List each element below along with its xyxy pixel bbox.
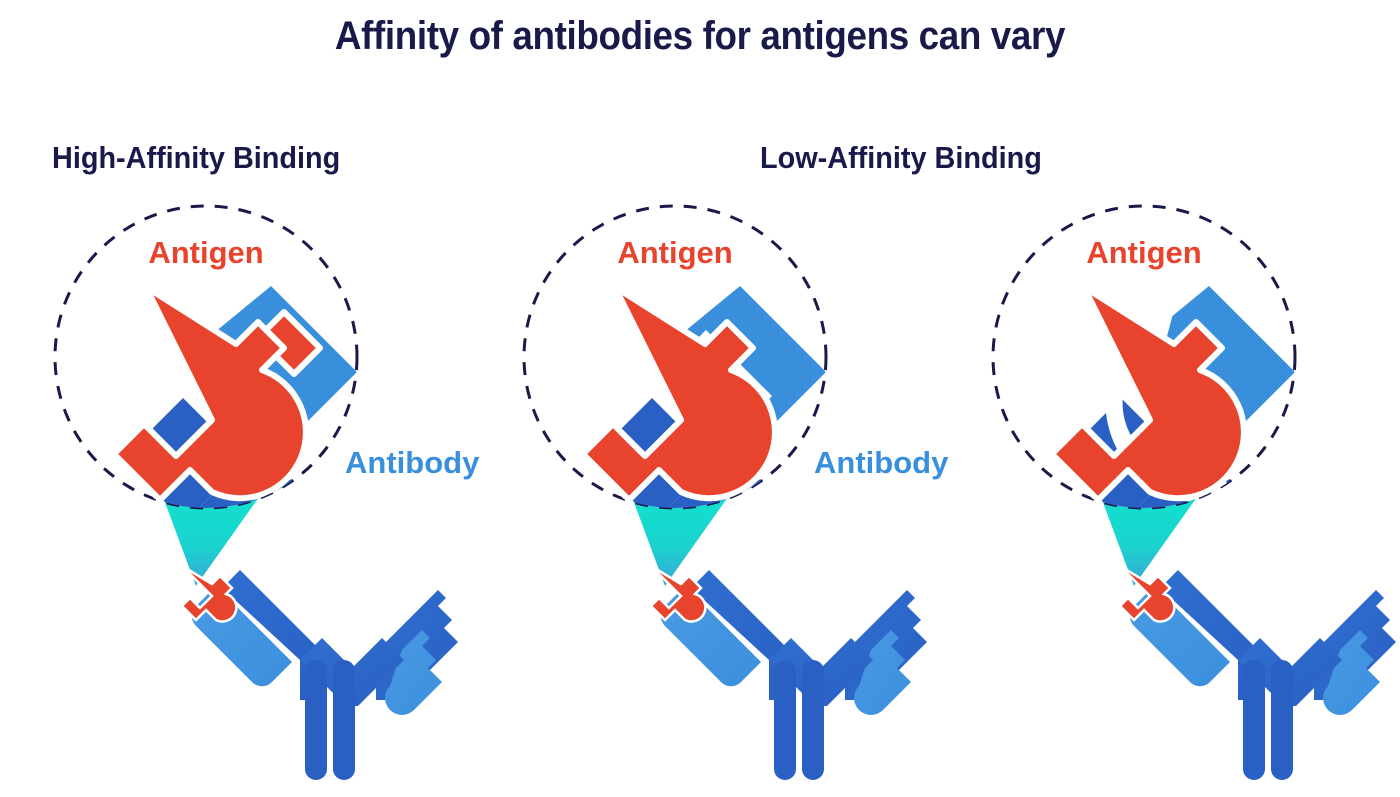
antibody-stem-right xyxy=(1271,660,1293,780)
antibody-heavy-chain-left xyxy=(222,570,322,700)
antibody-y-shape-icon xyxy=(1118,564,1396,780)
antigen-label: Antigen xyxy=(1086,235,1201,270)
antigen-arrow-icon-small xyxy=(649,564,707,623)
antigen-arrow-icon-small xyxy=(180,564,238,623)
antibody-stem-right xyxy=(333,660,355,780)
antibody-light-chain-right xyxy=(385,630,442,715)
antibody-label: Antibody xyxy=(345,445,480,480)
binding-site-closeup xyxy=(580,284,826,508)
antigen-shape xyxy=(580,284,778,503)
panel-low-affinity-poor: Antigen xyxy=(991,204,1396,780)
page-title: Affinity of antibodies for antigens can … xyxy=(334,14,1066,58)
antibody-heavy-chain-left xyxy=(691,570,791,700)
antibody-y-shape-icon xyxy=(180,564,458,780)
antigen-label: Antigen xyxy=(617,235,732,270)
panel-low-affinity-partial: Antigen Antibody xyxy=(522,204,949,780)
magnifier-cone-icon xyxy=(1101,497,1197,586)
antibody-light-chain-right xyxy=(854,630,911,715)
antigen-shape xyxy=(111,284,323,503)
antigen-label: Antigen xyxy=(148,235,263,270)
antigen-shape xyxy=(1049,284,1247,503)
magnifier-cone-icon xyxy=(632,497,728,586)
panel-high-affinity: Antigen Antibody xyxy=(53,204,480,780)
panel-heading-low-affinity: Low-Affinity Binding xyxy=(760,140,1042,175)
antibody-label: Antibody xyxy=(814,445,949,480)
antibody-stem-right xyxy=(802,660,824,780)
antigen-arrow-icon-small xyxy=(1118,564,1176,623)
antibody-stem-left xyxy=(1243,660,1265,780)
antibody-heavy-chain-left xyxy=(1160,570,1260,700)
panel-heading-high-affinity: High-Affinity Binding xyxy=(52,140,341,175)
antibody-light-chain-right xyxy=(1323,630,1380,715)
binding-site-closeup xyxy=(111,284,357,508)
magnifier-cone-icon xyxy=(163,497,259,586)
antibody-y-shape-icon xyxy=(649,564,927,780)
antibody-stem-left xyxy=(305,660,327,780)
binding-site-closeup xyxy=(1049,284,1295,508)
antibody-stem-left xyxy=(774,660,796,780)
